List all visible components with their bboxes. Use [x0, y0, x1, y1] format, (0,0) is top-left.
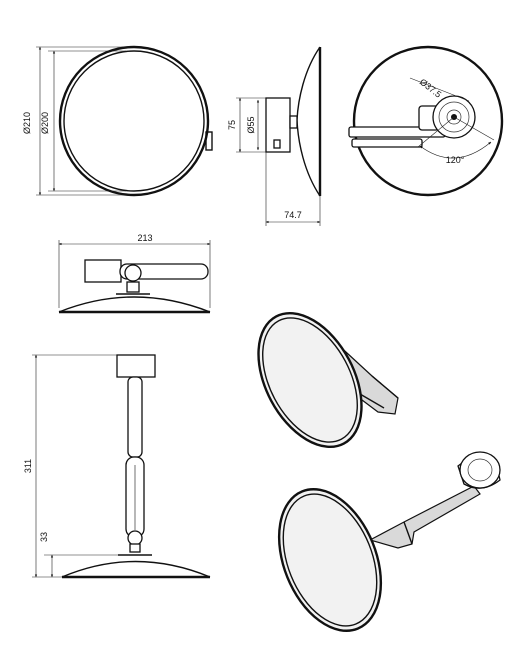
- dim-overall-height: 311: [23, 459, 33, 473]
- front-mirror-clip: [205, 131, 213, 151]
- side-mirror-back: [296, 46, 321, 197]
- dim-mount-diameter: Ø37.5: [418, 77, 443, 100]
- side-view: 75 Ø55 74.7: [227, 46, 322, 226]
- iso2-arm: [368, 485, 481, 549]
- iso-view-extended: [277, 451, 501, 632]
- ext-mirror-dome: [61, 560, 211, 578]
- top-wall-base: [84, 259, 122, 283]
- front-view: Ø210 Ø200: [22, 45, 213, 197]
- top-arm: [119, 263, 209, 280]
- dim-swivel-angle: 120°: [446, 155, 465, 165]
- dim-inner-diameter: Ø200: [40, 112, 50, 134]
- ext-arm-upper: [127, 376, 143, 458]
- iso-view-compact: [257, 311, 399, 449]
- dim-side-depth: 74.7: [284, 210, 302, 220]
- dim-base-diameter: Ø55: [246, 116, 256, 133]
- top-view: 213: [58, 233, 211, 314]
- iso2-mirror: [277, 488, 383, 632]
- dim-arm-offset: 33: [39, 532, 49, 542]
- dim-arm-width: 213: [137, 233, 152, 243]
- dim-outer-diameter: Ø210: [22, 112, 32, 134]
- iso1-mirror: [257, 311, 363, 449]
- ext-wall-base: [116, 354, 156, 378]
- back-mirror-circle: [352, 45, 504, 197]
- top-mirror-dome: [58, 296, 211, 313]
- front-mirror-inner: [63, 50, 205, 192]
- back-view: Ø37.5 120°: [348, 45, 504, 197]
- iso2-wall-mount: [459, 451, 501, 489]
- extended-view: 311 33: [23, 354, 211, 579]
- front-mirror-outer: [58, 45, 210, 197]
- dim-base-height: 75: [227, 120, 237, 130]
